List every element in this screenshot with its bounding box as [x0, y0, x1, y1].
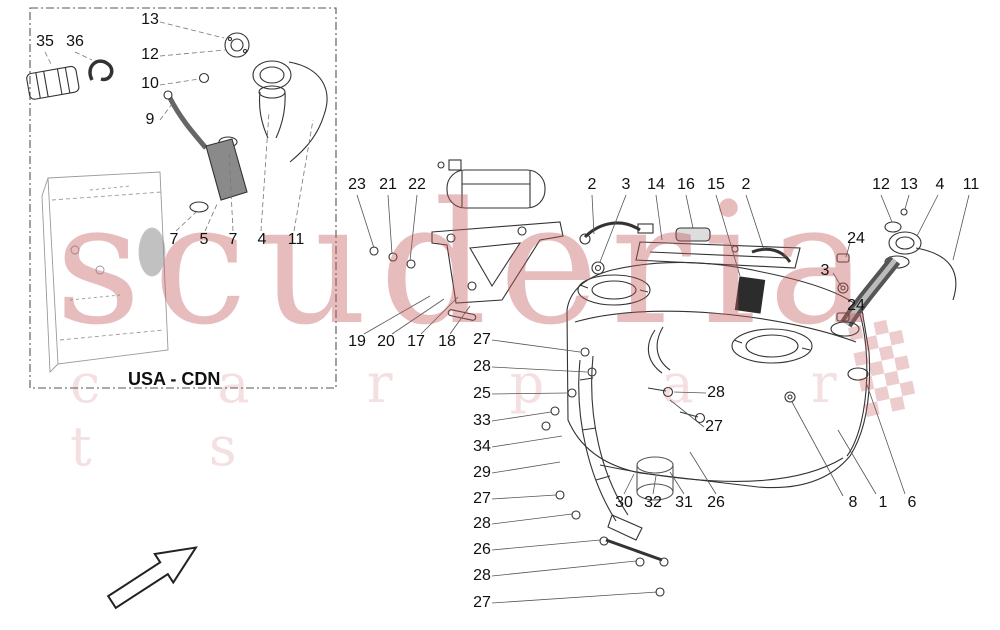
left-strap: [578, 355, 669, 597]
hose-part-9: [167, 96, 208, 150]
mounting-bracket: [369, 221, 564, 321]
filler-neck: [830, 208, 957, 337]
pipe-part-5: [205, 138, 248, 201]
checkered-flag-watermark: [848, 319, 916, 418]
inset-leader-lines: [44, 21, 314, 232]
pump-module: [636, 456, 674, 501]
inset-box: [26, 7, 337, 389]
valve-part-35: [26, 65, 80, 100]
clamp-part-7b: [189, 201, 209, 213]
bolt-part-10: [198, 72, 210, 84]
filler-cap-inset: [252, 60, 292, 139]
fasteners: [541, 347, 706, 567]
leader-lines: [356, 194, 970, 604]
inset-caption: USA - CDN: [128, 369, 221, 389]
clip-part-36: [88, 59, 114, 82]
gasket-part-13: [224, 32, 250, 58]
heat-shield-plate: [635, 227, 801, 269]
canister: [437, 159, 546, 209]
vent-hose: [579, 221, 654, 275]
tether-cable: [915, 247, 957, 301]
fuel-tank: [566, 247, 871, 489]
inset-tank-sketch: [41, 171, 169, 374]
tether-cable-inset: [288, 61, 328, 163]
direction-arrow: [106, 546, 198, 610]
